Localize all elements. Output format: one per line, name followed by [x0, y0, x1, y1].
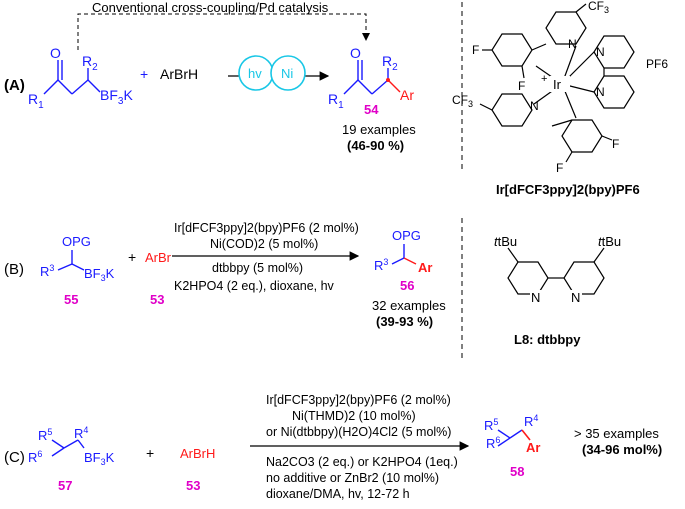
- hv-label: hv: [248, 66, 262, 81]
- tbu-right: ttBu: [598, 234, 621, 249]
- conventional-note: Conventional cross-coupling/Pd catalysis: [92, 0, 329, 15]
- dashed-bypass-arrow: [77, 13, 370, 50]
- tbu-left: ttBu: [494, 234, 517, 249]
- product-c-ar: Ar: [526, 440, 540, 455]
- cond-b-2: Ni(COD)2 (5 mol%): [210, 237, 318, 251]
- dtbbpy-ligand-structure: ttBu ttBu N N L8: dtbbpy: [494, 234, 621, 347]
- compound-53-c: 53: [186, 478, 200, 493]
- ligand-name: L8: dtbbpy: [514, 332, 581, 347]
- compound-55: 55: [64, 292, 78, 307]
- product-c-structure: [497, 429, 523, 447]
- f-4: F: [612, 137, 619, 151]
- reactant-c-structure: [51, 439, 85, 457]
- n-2: N: [596, 45, 605, 59]
- panel-a-plus: +: [140, 66, 148, 82]
- panel-c-label: (C): [4, 449, 25, 466]
- cf3-left: CF3: [452, 93, 473, 109]
- reactant-b-structure: [57, 250, 85, 271]
- ir-charge: +: [541, 73, 547, 85]
- reactant-a-bf3k: BF3K: [100, 87, 133, 107]
- cond-c-6: dioxane/DMA, hv, 12-72 h: [266, 487, 410, 501]
- ni-label: Ni: [281, 66, 293, 81]
- reactant-b-r3: R3: [40, 263, 54, 279]
- panel-a-yield: (46-90 %): [347, 138, 404, 153]
- ir-label-bg: [550, 76, 570, 92]
- compound-57: 57: [58, 478, 72, 493]
- product-a-ar-bond: [387, 79, 401, 93]
- pf6-counterion: PF6: [646, 57, 668, 71]
- cond-c-4: Na2CO3 (2 eq.) or K2HPO4 (1eq.): [266, 455, 458, 469]
- product-c-ar-bond: [521, 429, 531, 441]
- cond-c-3: or Ni(dtbbpy)(H2O)4Cl2 (5 mol%): [266, 425, 451, 439]
- reactant-b-bf3k: BF3K: [84, 266, 115, 283]
- compound-58: 58: [510, 464, 524, 479]
- compound-54: 54: [364, 102, 379, 117]
- ligand-n-right: N: [571, 290, 580, 305]
- panel-c-examples: > 35 examples: [574, 426, 659, 441]
- reactant-b-opg: OPG: [62, 234, 91, 249]
- panel-b-yield: (39-93 %): [376, 314, 433, 329]
- n-3: N: [596, 85, 605, 99]
- cond-b-3: dtbbpy (5 mol%): [212, 261, 303, 275]
- product-c-r5: R5: [484, 417, 498, 433]
- product-c-r4: R4: [524, 413, 538, 429]
- cond-c-5: no additive or ZnBr2 (10 mol%): [266, 471, 439, 485]
- panel-a-examples: 19 examples: [342, 122, 416, 137]
- compound-56: 56: [400, 278, 414, 293]
- stereocenter-dot: [386, 78, 390, 82]
- cond-c-2: Ni(THMD)2 (10 mol%): [292, 409, 416, 423]
- n-left-bg: [530, 290, 542, 304]
- panel-b-label: (B): [4, 261, 24, 278]
- product-b-opg: OPG: [392, 228, 421, 243]
- ir-atom: Ir: [553, 77, 562, 92]
- reactant-a-r2: R2: [82, 53, 98, 73]
- ir-catalyst-structure: CF3 CF3 F F F F N N N N Ir + PF6 Ir[dFCF…: [452, 0, 668, 197]
- f-1: F: [472, 43, 479, 57]
- reactant-c-r5: R5: [38, 427, 52, 443]
- compound-53-b: 53: [150, 292, 164, 307]
- panel-b-arbr: ArBr: [145, 250, 172, 265]
- f-2: F: [518, 79, 525, 93]
- product-a-oxygen: O: [350, 45, 361, 61]
- reactant-c-r6: R6: [28, 449, 42, 465]
- product-b-r3: R3: [374, 257, 388, 273]
- cf3-top: CF3: [588, 0, 609, 15]
- panel-c: (C) R5 R4 R6 BF3K 57 + ArBrH 53 Ir[dFCF3…: [4, 393, 662, 501]
- panel-a: Conventional cross-coupling/Pd catalysis…: [4, 0, 416, 153]
- n-4: N: [530, 99, 539, 113]
- product-b-ar-bond: [403, 257, 417, 265]
- cond-b-1: Ir[dFCF3ppy]2(bpy)PF6 (2 mol%): [174, 221, 359, 235]
- product-a-r2: R2: [382, 53, 398, 73]
- product-a-structure: [343, 60, 389, 95]
- panel-b: (B) OPG R3 BF3K 55 + ArBr 53 Ir[dFCF3ppy…: [4, 221, 446, 329]
- product-b-ar: Ar: [418, 260, 432, 275]
- reactant-a-structure: [43, 60, 101, 95]
- ligand-n-left: N: [531, 290, 540, 305]
- catalyst-name: Ir[dFCF3ppy]2(bpy)PF6: [496, 182, 640, 197]
- panel-c-yield: (34-96 mol%): [582, 442, 662, 457]
- cond-c-1: Ir[dFCF3ppy]2(bpy)PF6 (2 mol%): [266, 393, 451, 407]
- panel-b-plus: +: [128, 249, 136, 265]
- panel-a-arbrh: ArBrH: [160, 66, 198, 82]
- reactant-a-oxygen: O: [50, 45, 61, 61]
- n-right-bg: [570, 290, 582, 304]
- panel-a-label: (A): [4, 77, 25, 94]
- reactant-a-r1: R1: [28, 91, 44, 111]
- photoredox-cycle: [238, 55, 306, 91]
- cond-b-4: K2HPO4 (2 eq.), dioxane, hv: [174, 279, 335, 293]
- panel-b-examples: 32 examples: [372, 298, 446, 313]
- panel-c-plus: +: [146, 445, 154, 461]
- reactant-c-bf3k: BF3K: [84, 450, 115, 467]
- reactant-c-r4: R4: [74, 425, 88, 441]
- f-3: F: [556, 161, 563, 175]
- product-a-ar: Ar: [400, 87, 414, 103]
- panel-c-arbrh: ArBrH: [180, 446, 215, 461]
- product-c-r6: R6: [486, 435, 500, 451]
- product-a-r1: R1: [328, 91, 344, 111]
- product-b-structure: [391, 244, 405, 265]
- n-1: N: [568, 37, 577, 51]
